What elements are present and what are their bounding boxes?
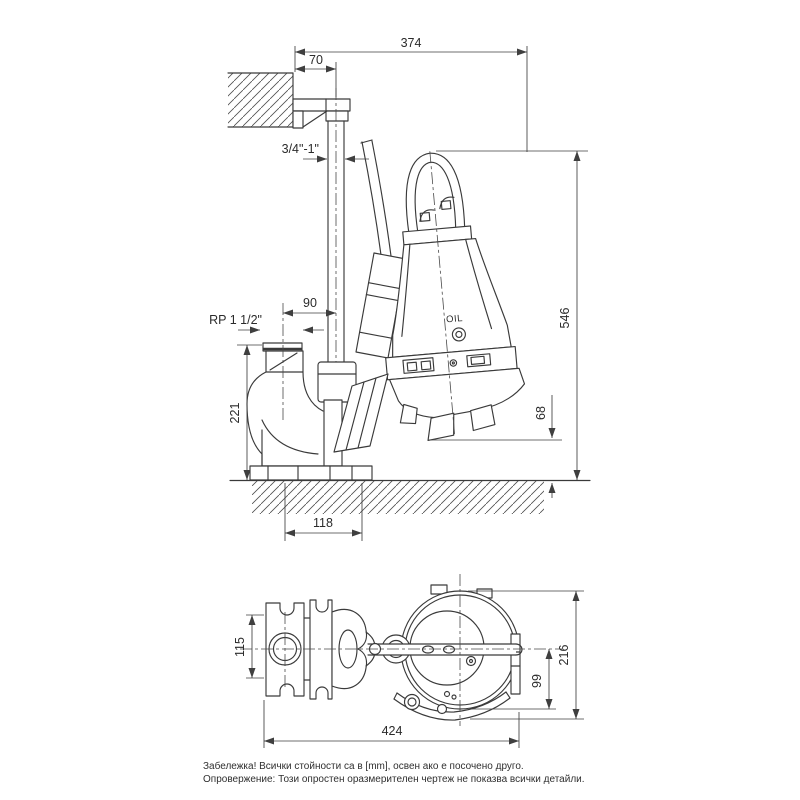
footer-notes: Забележка! Всички стойности са в [mm], о… xyxy=(203,761,643,786)
dim-outlet-thread: RP 1 1/2" xyxy=(209,313,262,327)
dim-overall-length: 424 xyxy=(382,724,403,738)
rail-bracket xyxy=(292,98,351,129)
dim-outlet-height: 221 xyxy=(228,403,242,424)
dim-bottom-gap: 68 xyxy=(534,406,548,420)
pump-plan-view xyxy=(367,584,523,721)
note-units: Забележка! Всички стойности са в [mm], о… xyxy=(203,761,524,772)
plan-centerlines xyxy=(240,574,562,726)
side-view: OIL xyxy=(209,36,591,541)
dim-overall-width: 374 xyxy=(401,36,422,50)
dim-wall-to-rail: 70 xyxy=(309,53,323,67)
wall-section xyxy=(227,72,294,128)
note-disclaimer: Опровержение: Този опростен оразмерителе… xyxy=(203,773,585,785)
dim-rail-to-outlet: 90 xyxy=(303,296,317,310)
plan-view-dimensions: 115 216 99 424 xyxy=(233,590,584,748)
plan-view: 115 216 99 424 xyxy=(233,574,584,748)
coupling-base xyxy=(246,303,389,481)
base-flange-plan xyxy=(265,599,376,700)
oil-label: OIL xyxy=(446,313,464,325)
floor xyxy=(229,479,591,514)
dim-center-to-edge: 99 xyxy=(530,674,544,688)
pump-centerline xyxy=(429,151,455,435)
side-view-dimensions: 374 70 3/4"-1" 546 68 90 RP 1 1/2" xyxy=(209,36,588,541)
handle-rod-plan xyxy=(367,643,523,656)
dim-pump-width: 216 xyxy=(557,645,571,666)
dim-base-width: 118 xyxy=(313,516,333,530)
dim-guide-pipe: 3/4"-1" xyxy=(282,142,319,156)
pump-motor-body xyxy=(392,237,512,358)
dim-flange-width: 115 xyxy=(233,637,247,657)
cable-and-gland xyxy=(355,139,407,359)
dim-installed-height: 546 xyxy=(558,308,572,329)
oil-plug-icon xyxy=(451,327,466,342)
elbow-outer xyxy=(246,371,267,468)
pump-side-view: OIL xyxy=(385,151,526,442)
